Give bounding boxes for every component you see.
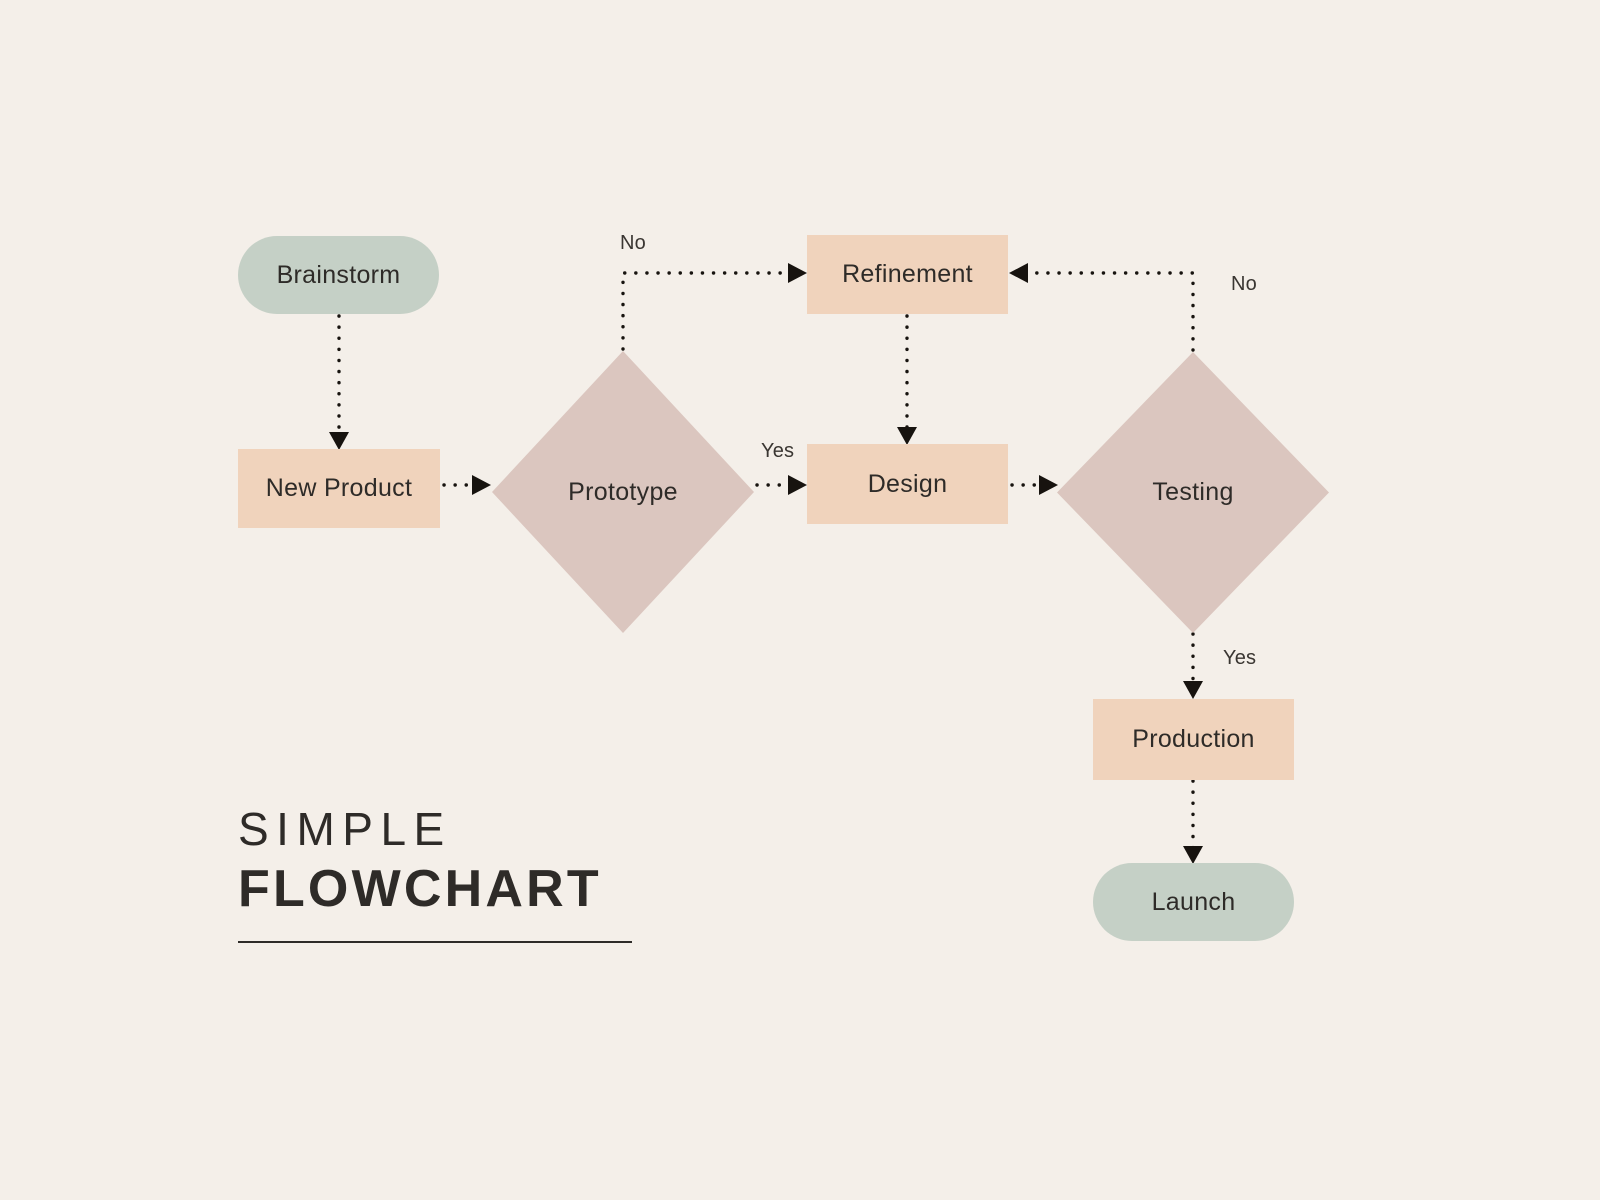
edge-design-to-testing xyxy=(1010,475,1058,495)
node-refinement-label: Refinement xyxy=(842,260,973,288)
edge-brainstorm-to-new-product xyxy=(329,314,349,450)
edge-label-testing-yes: Yes xyxy=(1223,647,1257,669)
title-underline-rule xyxy=(238,940,632,943)
edge-new-product-to-prototype xyxy=(442,475,491,495)
node-brainstorm[interactable]: Brainstorm xyxy=(238,236,439,314)
edge-production-to-launch xyxy=(1183,779,1203,864)
node-production[interactable]: Production xyxy=(1093,699,1294,780)
node-launch[interactable]: Launch xyxy=(1093,863,1294,941)
node-design-label: Design xyxy=(867,469,948,498)
title-block: SIMPLE FLOWCHART xyxy=(238,802,632,943)
node-prototype[interactable]: Prototype xyxy=(492,351,754,633)
title-line-flowchart: FLOWCHART xyxy=(238,860,602,919)
node-new-product[interactable]: New Product xyxy=(238,449,440,528)
edge-refinement-to-design xyxy=(897,314,917,445)
edge-prototype-yes-to-design xyxy=(755,475,807,495)
edge-label-testing-no: No xyxy=(1231,273,1257,295)
node-production-label: Production xyxy=(1132,725,1255,753)
node-testing-label: Testing xyxy=(1152,478,1234,506)
node-launch-label: Launch xyxy=(1151,887,1236,916)
title-line-simple: SIMPLE xyxy=(238,803,452,855)
node-refinement[interactable]: Refinement xyxy=(807,235,1008,314)
edge-testing-no-to-refinement xyxy=(1009,263,1195,352)
edge-label-prototype-no: No xyxy=(620,232,646,254)
edge-label-prototype-yes: Yes xyxy=(761,440,795,462)
node-design[interactable]: Design xyxy=(807,444,1008,524)
node-new-product-label: New Product xyxy=(265,474,413,502)
node-testing[interactable]: Testing xyxy=(1057,352,1329,633)
edge-prototype-no-to-refinement xyxy=(621,263,807,351)
node-prototype-label: Prototype xyxy=(568,477,678,506)
edge-testing-yes-to-production xyxy=(1183,632,1203,699)
node-brainstorm-label: Brainstorm xyxy=(276,260,401,289)
